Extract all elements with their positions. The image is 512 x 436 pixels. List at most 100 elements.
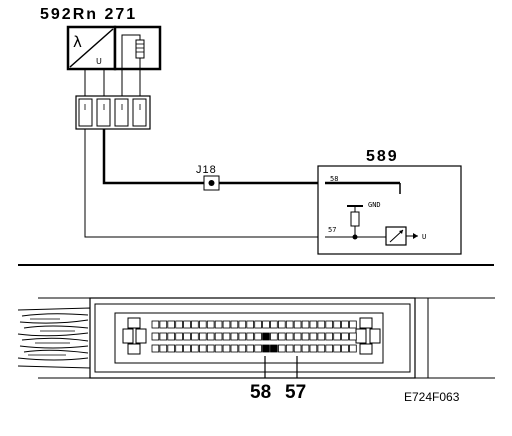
connector-pin-cavity <box>285 344 294 353</box>
connector-pin-cavity <box>285 320 294 329</box>
connector-pin-cavity <box>198 320 207 329</box>
connector-pin-cavity <box>341 344 349 353</box>
connector-pin-cavity <box>333 320 341 329</box>
heater-resistor-icon <box>135 39 145 59</box>
connector-pin-cavity <box>159 320 168 329</box>
connector-pin-cavity <box>301 332 310 341</box>
connector-pin-cavity <box>277 332 286 341</box>
connector-pin-cavity <box>317 332 326 341</box>
connector-pin-cavity <box>341 320 349 329</box>
connector-pin-cavity <box>230 332 239 341</box>
connector-pin-cavity <box>254 344 262 353</box>
connector-pin-cavity <box>270 332 278 341</box>
connector-pin-cavity <box>175 320 183 329</box>
ecu-connector-drawing <box>17 297 495 379</box>
connector-pin-cavity <box>206 320 215 329</box>
connector-pin-cavity <box>246 320 255 329</box>
ecu-resistor-icon <box>350 211 360 227</box>
connector-pin-cavity <box>262 332 270 341</box>
connector-pin-cavity <box>270 320 278 329</box>
connector-pin-cavity <box>349 320 357 329</box>
connector-pin-cavity <box>214 320 223 329</box>
connector-pin-58-label: 58 <box>250 382 271 403</box>
lambda-symbol: λ <box>73 33 82 51</box>
connector-pin-cavity <box>175 344 183 353</box>
connector-pin-cavity <box>175 332 183 341</box>
connector-pin-cavity <box>270 344 278 353</box>
connector-pin-cavity <box>167 332 176 341</box>
connector-pin-cavity <box>262 320 270 329</box>
connector-pin-cavity <box>230 344 239 353</box>
connector-pin-cavity <box>167 344 176 353</box>
connector-pin-cavity <box>333 332 341 341</box>
connector-pin-cavity <box>222 344 231 353</box>
connector-pin-57-label: 57 <box>285 382 306 403</box>
connector-pin-cavity <box>277 320 286 329</box>
signal-wire <box>102 129 325 185</box>
connector-pin-cavity <box>325 332 333 341</box>
connector-pin-cavity <box>183 344 191 353</box>
connector-pin-cavity <box>246 332 255 341</box>
connector-pin-cavity <box>222 332 231 341</box>
connector-pin-cavity <box>238 344 247 353</box>
connector-pin-cavity <box>293 320 302 329</box>
ground-wire <box>84 129 325 238</box>
connector-pin-cavity <box>333 344 341 353</box>
connector-pin-cavity <box>349 344 357 353</box>
connector-pin-cavity <box>285 332 294 341</box>
cable-bundle <box>17 307 91 369</box>
connector-pin-cavity <box>183 332 191 341</box>
connector-pin-cavity <box>301 320 310 329</box>
connector-pin-cavity <box>246 344 255 353</box>
sensor-connector <box>75 95 151 130</box>
connector-pin-cavity <box>151 332 160 341</box>
connector-pin-cavity <box>309 332 318 341</box>
ecu-pin-top: 58 <box>330 175 338 183</box>
voltage-symbol: U <box>96 57 102 66</box>
connector-pin-cavity <box>341 332 349 341</box>
connector-pin-cavity <box>167 320 176 329</box>
connector-pin-cavity <box>198 332 207 341</box>
connector-pin-cavity <box>230 320 239 329</box>
connector-pin-cavity <box>325 320 333 329</box>
connector-pin-cavity <box>317 344 326 353</box>
connector-pin-cavity <box>238 332 247 341</box>
connector-pin-cavity <box>262 344 270 353</box>
connector-pin-cavity <box>293 332 302 341</box>
connector-pin-cavity <box>293 344 302 353</box>
connector-pin-cavity <box>206 332 215 341</box>
lambda-sensor: λ U <box>66 25 117 71</box>
connector-pin-cavity <box>325 344 333 353</box>
connector-pin-cavity <box>191 332 199 341</box>
connector-pin-cavity <box>191 344 199 353</box>
connector-pin-cavity <box>183 320 191 329</box>
connector-pin-cavity <box>214 332 223 341</box>
connector-pin-cavity <box>151 320 160 329</box>
connector-pin-cavity <box>254 320 262 329</box>
connector-pin-cavity <box>198 344 207 353</box>
sensor-label: 592Rn 271 <box>40 6 137 23</box>
connector-pin-cavity <box>277 344 286 353</box>
connector-pin-cavity <box>309 320 318 329</box>
connector-pin-cavity <box>222 320 231 329</box>
splice-label: J18 <box>196 164 217 176</box>
connector-pin-rows <box>151 320 357 353</box>
connector-pin-cavity <box>214 344 223 353</box>
figure-code: E724F063 <box>404 390 460 404</box>
splice-j18 <box>203 175 220 191</box>
heater-element <box>113 25 162 71</box>
connector-pin-cavity <box>159 332 168 341</box>
connector-pin-cavity <box>206 344 215 353</box>
ecu-out-text: U <box>422 233 426 241</box>
ecu-label: 589 <box>366 148 399 165</box>
connector-pin-cavity <box>317 320 326 329</box>
connector-pin-cavity <box>349 332 357 341</box>
connector-pin-cavity <box>191 320 199 329</box>
connector-pin-cavity <box>159 344 168 353</box>
ecu-box: 58 57 GND U <box>317 165 462 255</box>
connector-pin-cavity <box>309 344 318 353</box>
ecu-gnd-text: GND <box>368 201 381 209</box>
connector-pin-cavity <box>254 332 262 341</box>
